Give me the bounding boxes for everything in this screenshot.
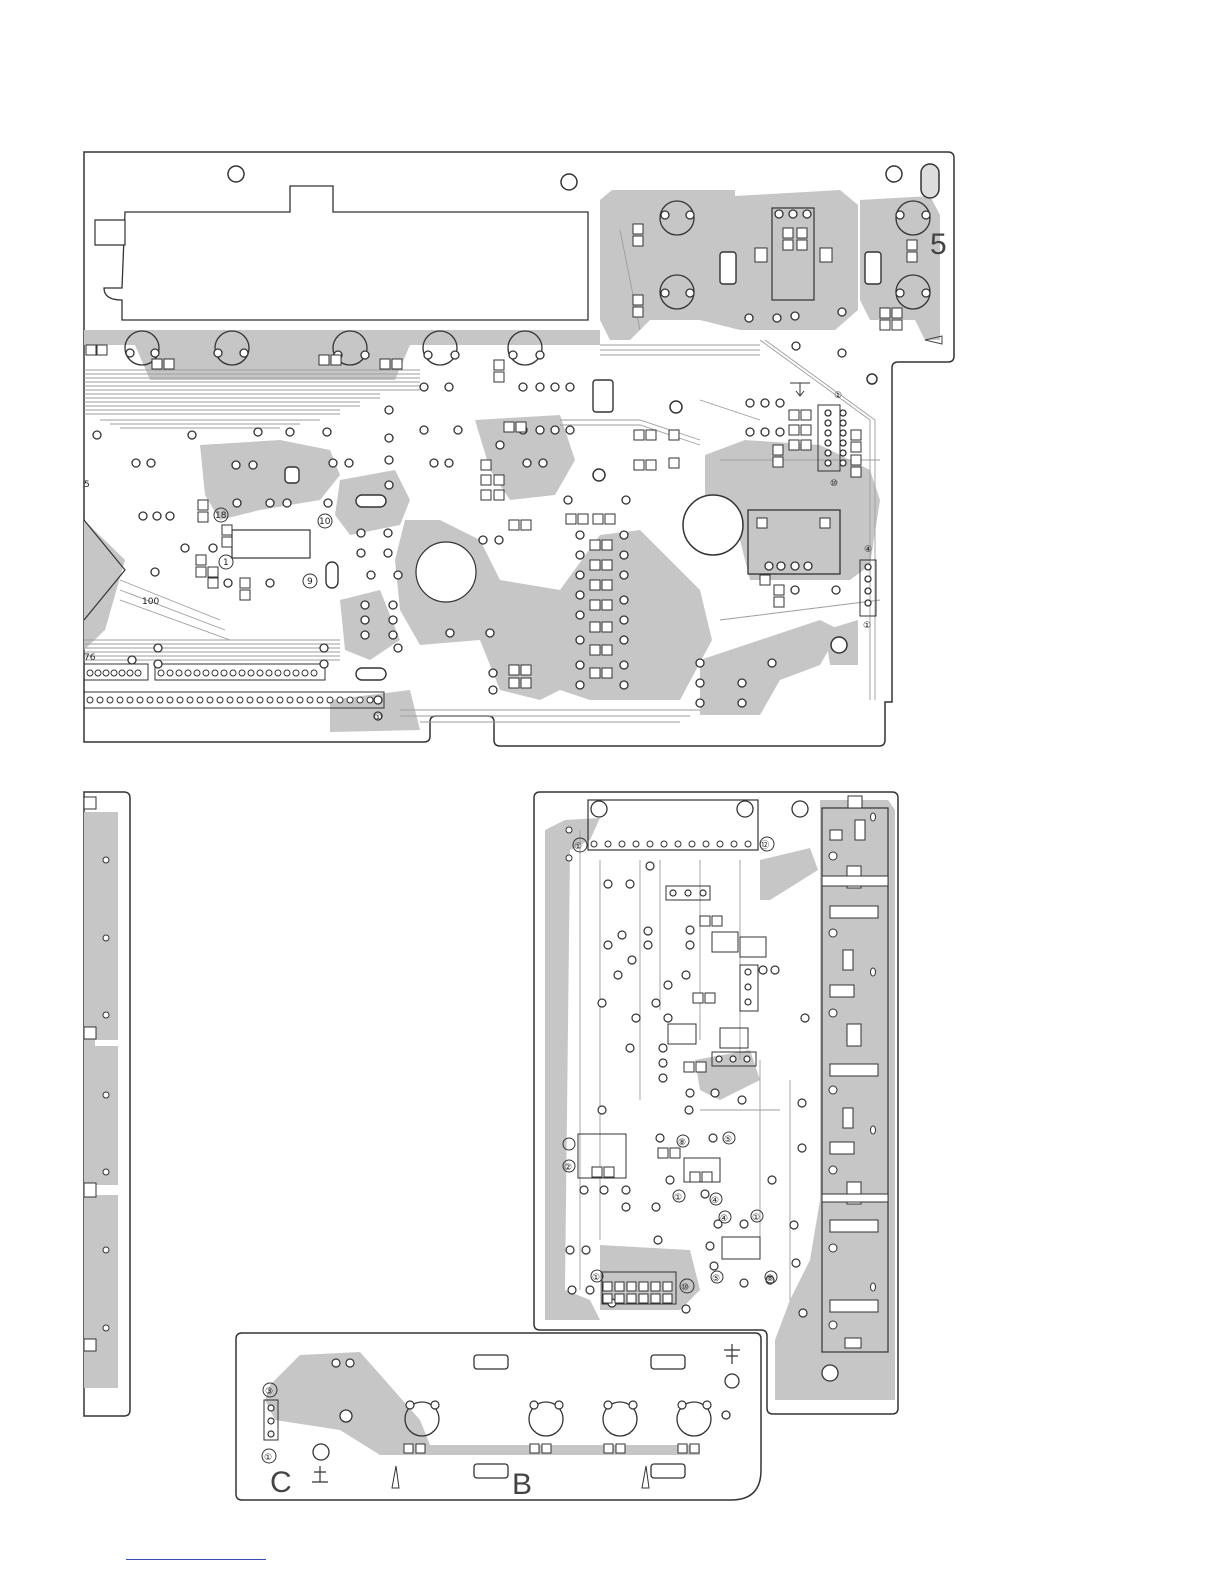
amp-pin-label-12: ⑫ xyxy=(760,840,769,851)
amp-pin-label-1: ① xyxy=(574,842,582,852)
pin-label-100: 100 xyxy=(142,597,159,607)
amp-pin-label-5b: ⑤ xyxy=(712,1274,720,1284)
amp-pin-label-8b: ⑧ xyxy=(766,1274,774,1284)
amp-pin-label-1c: ① xyxy=(592,1273,600,1283)
connector-label-top: ① xyxy=(834,391,842,401)
left-board xyxy=(84,792,130,1416)
pin-label-9: 9 xyxy=(307,577,313,587)
amp-pin-label-10: ⑩ xyxy=(681,1283,689,1293)
amp-board: ① ⑫ ⑧ ⑤ ④ ① ⑩ ① ② ⑧ ⑤ ④ ① xyxy=(534,792,898,1414)
connector-label-bottom-left: ① xyxy=(374,713,382,723)
main-board: 5 100 76 18 10 9 1 ① ⑩ ④ ① ① 5 xyxy=(84,152,954,746)
section-label-b: B xyxy=(512,1468,532,1501)
connector-label-bottom: ⑩ xyxy=(830,479,838,489)
footer-link-rule xyxy=(126,1559,266,1560)
amp-pin-label-1d: ① xyxy=(752,1213,760,1223)
amp-pin-label-4b: ④ xyxy=(720,1214,728,1224)
section-label-c: C xyxy=(270,1466,292,1499)
connector-label-1: ① xyxy=(863,621,871,631)
amp-pin-label-4: ④ xyxy=(711,1196,719,1206)
encoder-footprint xyxy=(416,542,476,602)
pin-label-5: 5 xyxy=(84,480,90,490)
amp-pin-label-8: ⑧ xyxy=(678,1138,686,1148)
pin-label-18: 18 xyxy=(215,511,227,521)
front-connector-label-bottom: ① xyxy=(264,1453,272,1463)
pin-label-1: 1 xyxy=(223,558,229,568)
pin-label-76: 76 xyxy=(84,653,96,663)
amp-pin-label-5: ⑤ xyxy=(724,1135,732,1145)
front-board: ③ ① C B xyxy=(236,1333,761,1501)
corner-label: 5 xyxy=(930,228,947,261)
pin-label-10: 10 xyxy=(319,517,331,527)
connector-label-4: ④ xyxy=(864,545,872,555)
amp-pin-label-2: ② xyxy=(564,1163,572,1173)
front-connector-label-top: ③ xyxy=(265,1387,273,1397)
amp-pin-label-1b: ① xyxy=(674,1193,682,1203)
